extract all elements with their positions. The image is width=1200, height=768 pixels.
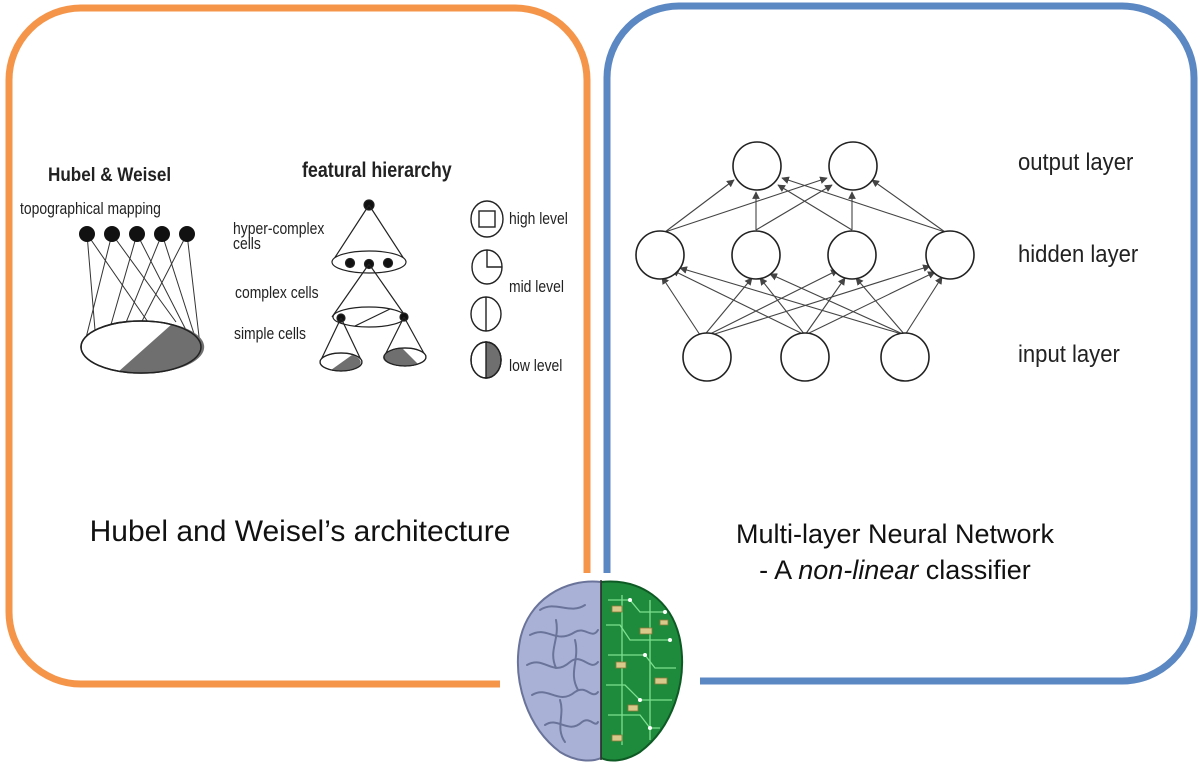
output-node [732,141,782,191]
right-panel-caption: Multi-layer Neural Network - A non-linea… [610,516,1180,588]
input-layer-label: input layer [1018,340,1120,367]
hyper-complex-cells-label: cells [233,235,261,254]
brain-circuit-icon [500,573,700,763]
receptive-field-ellipse [80,320,205,374]
simple-cells-label: simple cells [234,325,306,344]
featural-hierarchy-title: featural hierarchy [302,159,452,183]
input-node [880,332,930,382]
high-level-label: high level [509,210,568,229]
hidden-node [925,230,975,280]
hidden-layer-label: hidden layer [1018,240,1139,267]
network-edges [661,176,946,339]
caption-prefix: - A [759,555,799,585]
mid-level-quarter-icon [471,249,503,285]
hidden-node [635,230,685,280]
low-level-label: low level [509,357,562,376]
input-node [780,332,830,382]
output-node [828,141,878,191]
input-node [682,332,732,382]
topographical-mapping-label: topographical mapping [20,200,161,219]
output-layer-label: output layer [1018,148,1134,175]
mapping-dots [79,226,195,242]
low-level-icon [470,341,502,379]
caption-line-1: Multi-layer Neural Network [735,519,1055,549]
left-panel-caption: Hubel and Weisel’s architecture [89,515,511,548]
hyper-complex-label: hyper-complex [233,220,325,239]
network-nodes [635,141,975,382]
caption-line-2: - A non-linear classifier [610,552,1180,588]
neural-network-diagram: output layer hidden layer input layer [635,141,1139,382]
caption-suffix: classifier [918,555,1031,585]
complex-cells-label: complex cells [235,284,319,303]
hubel-weisel-diagram: Hubel & Weisel topographical mapping [20,159,568,379]
hidden-node [731,230,781,280]
hidden-node [827,230,877,280]
mid-level-half-icon [470,296,502,332]
mapping-lines [84,233,201,346]
right-panel-frame [603,2,1198,685]
hierarchy-pyramid [319,199,427,372]
high-level-icon [470,200,504,238]
left-panel-frame [5,4,591,688]
caption-emphasis: non-linear [798,555,919,585]
hubel-weisel-title: Hubel & Weisel [48,164,171,185]
level-icons [470,200,504,379]
mid-level-label: mid level [509,278,564,297]
